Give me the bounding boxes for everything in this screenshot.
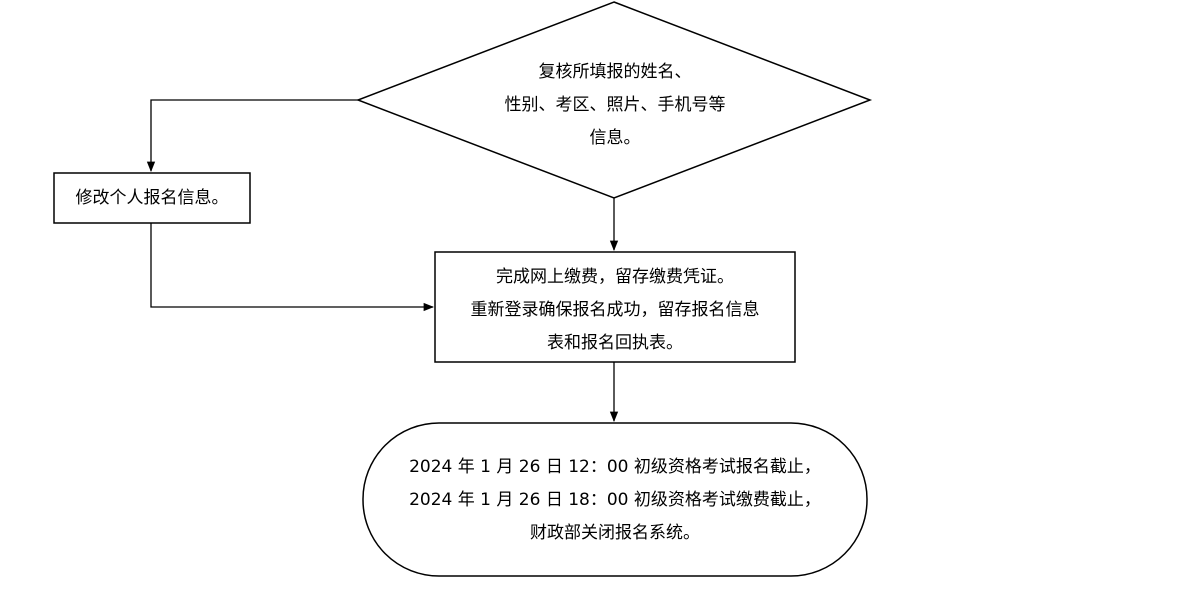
decision-line-1: 复核所填报的姓名、 [538,62,692,82]
terminal-line-3: 财政部关闭报名系统。 [530,523,700,543]
edit-info-box [53,172,251,224]
edit-info-text: 修改个人报名信息。 [55,182,249,215]
edit-info-line-1: 修改个人报名信息。 [75,188,229,208]
arrow-decision-to-edit [146,99,358,173]
arrow-edit-to-process [150,223,435,312]
terminal-text: 2024 年 1 月 26 日 12：00 初级资格考试报名截止， 2024 年… [365,451,865,550]
terminal-line-2: 2024 年 1 月 26 日 18：00 初级资格考试缴费截止， [409,490,821,510]
payment-process-box [434,251,796,363]
terminal-line-1: 2024 年 1 月 26 日 12：00 初级资格考试报名截止， [409,457,821,477]
process-line-3: 表和报名回执表。 [547,333,683,353]
decision-line-2: 性别、考区、照片、手机号等 [504,95,726,115]
decision-line-3: 信息。 [589,128,641,148]
process-line-1: 完成网上缴费，留存缴费凭证。 [496,267,734,287]
terminal-box [362,422,868,577]
process-line-2: 重新登录确保报名成功，留存报名信息 [470,300,760,320]
decision-text: 复核所填报的姓名、 性别、考区、照片、手机号等 信息。 [440,56,790,155]
payment-process-text: 完成网上缴费，留存缴费凭证。 重新登录确保报名成功，留存报名信息 表和报名回执表… [436,261,794,360]
